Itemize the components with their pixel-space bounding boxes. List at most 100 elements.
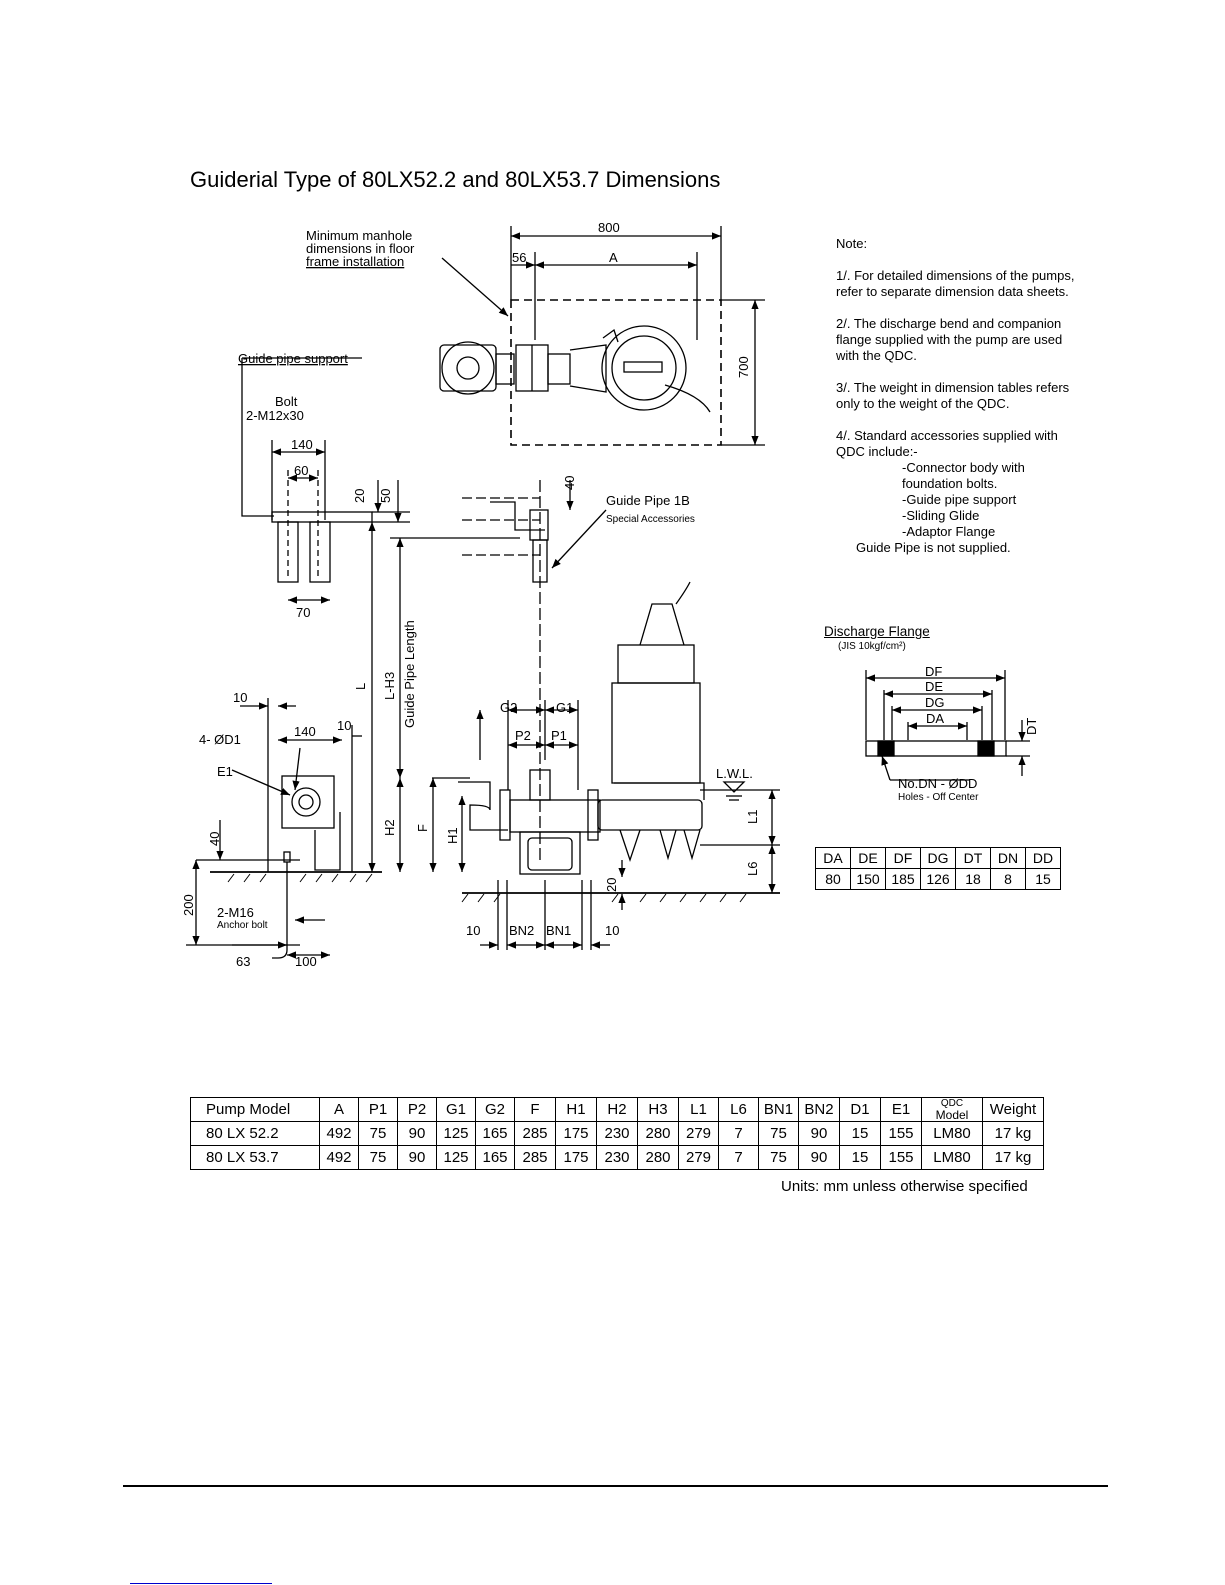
header-cell: P2 xyxy=(397,1097,437,1122)
pump-plan xyxy=(601,325,687,411)
dim-40-top: 40 xyxy=(562,476,577,490)
guide-pipe-support-label: Guide pipe support xyxy=(238,351,348,366)
table-cell: 279 xyxy=(678,1121,719,1146)
table-cell: 75 xyxy=(358,1121,398,1146)
flange-dt: DT xyxy=(1024,718,1039,735)
note-4-item: -Connector body with foundation bolts. xyxy=(902,460,1025,491)
table-cell: 75 xyxy=(358,1145,398,1170)
flange-value-cell: 185 xyxy=(885,868,921,890)
dim-h2: H2 xyxy=(382,819,397,836)
table-cell: 285 xyxy=(514,1121,556,1146)
table-cell: 165 xyxy=(475,1145,515,1170)
flange-heading: Discharge Flange xyxy=(824,624,930,639)
anchor-spec: 2-M16 xyxy=(217,905,254,920)
qdc-label: QDC xyxy=(940,1097,964,1109)
note-4-item: -Adaptor Flange xyxy=(902,524,996,539)
table-cell: 17 kg xyxy=(982,1121,1044,1146)
units-note: Units: mm unless otherwise specified xyxy=(781,1178,1028,1195)
note-3: 3/. The weight in dimension tables refer… xyxy=(836,380,1070,411)
guide-pipe-length: Guide Pipe Length xyxy=(402,620,417,728)
notes-heading: Note: xyxy=(836,236,868,251)
dim-p2: P2 xyxy=(515,728,531,743)
dim-bn1: BN1 xyxy=(546,923,571,938)
dim-700: 700 xyxy=(736,356,751,378)
table-row: 80 LX 53.7 492 75 90 125 165 285 175 230… xyxy=(190,1145,1044,1170)
header-cell: L6 xyxy=(718,1097,759,1122)
dim-bn2: BN2 xyxy=(509,923,534,938)
flange-value-cell: 8 xyxy=(990,868,1026,890)
table-cell: 15 xyxy=(839,1121,881,1146)
dim-800: 800 xyxy=(598,220,620,235)
header-cell: G1 xyxy=(436,1097,476,1122)
flange-da: DA xyxy=(926,711,944,726)
flange-dg: DG xyxy=(925,695,945,710)
table-cell: 125 xyxy=(436,1145,476,1170)
table-cell: 280 xyxy=(637,1145,679,1170)
table-cell: 125 xyxy=(436,1121,476,1146)
header-cell: D1 xyxy=(839,1097,881,1122)
dim-h1: H1 xyxy=(445,827,460,844)
table-cell: 285 xyxy=(514,1145,556,1170)
table-cell: 230 xyxy=(596,1121,638,1146)
table-cell: LM80 xyxy=(921,1145,983,1170)
header-cell: G2 xyxy=(475,1097,515,1122)
table-cell: 90 xyxy=(397,1145,437,1170)
note-4-item: -Guide pipe support xyxy=(902,492,1017,507)
table-header-row: Pump Model A P1 P2 G1 G2 F H1 H2 H3 L1 L… xyxy=(190,1097,1044,1122)
header-cell: BN1 xyxy=(758,1097,799,1122)
notes-panel: Note: 1/. For detailed dimensions of the… xyxy=(836,236,1086,556)
dim-50: 50 xyxy=(378,489,393,503)
connector-base xyxy=(281,775,335,829)
table-cell: 280 xyxy=(637,1121,679,1146)
dim-4-d1: 4- ØD1 xyxy=(199,732,241,747)
table-row: 80 LX 52.2 492 75 90 125 165 285 175 230… xyxy=(190,1121,1044,1146)
flange-header-cell: DD xyxy=(1025,847,1061,869)
dim-l1: L1 xyxy=(745,810,760,824)
header-cell: Weight xyxy=(982,1097,1044,1122)
header-cell: F xyxy=(514,1097,556,1122)
table-cell: 75 xyxy=(758,1145,799,1170)
table-cell: 175 xyxy=(555,1121,597,1146)
flange-header-cell: DG xyxy=(920,847,956,869)
dim-40-left: 40 xyxy=(207,832,222,846)
header-cell: H1 xyxy=(555,1097,597,1122)
flange-holes: No.DN - ØDD xyxy=(898,776,977,791)
table-cell: 165 xyxy=(475,1121,515,1146)
table-cell: 279 xyxy=(678,1145,719,1170)
table-cell: 155 xyxy=(880,1145,922,1170)
special-accessories-label: Special Accessories xyxy=(606,514,695,525)
flange-value-cell: 150 xyxy=(850,868,886,890)
flange-section xyxy=(865,740,1007,757)
flange-header-cell: DE xyxy=(850,847,886,869)
footer-link-underline xyxy=(130,1583,272,1584)
header-cell: A xyxy=(319,1097,359,1122)
table-row: DA DE DF DG DT DN DD xyxy=(815,847,1061,869)
table-cell: 175 xyxy=(555,1145,597,1170)
flange-de: DE xyxy=(925,679,943,694)
table-cell: 90 xyxy=(798,1121,840,1146)
flange-header-cell: DN xyxy=(990,847,1026,869)
guide-pipe-1b-label: Guide Pipe 1B xyxy=(606,493,690,508)
note-2: 2/. The discharge bend and companion fla… xyxy=(836,316,1063,363)
flange-value-cell: 18 xyxy=(955,868,991,890)
header-cell: E1 xyxy=(880,1097,922,1122)
dim-10-mid: 10 xyxy=(337,718,351,733)
flange-standard: (JIS 10kgf/cm²) xyxy=(838,641,906,652)
dim-l: L xyxy=(353,683,368,690)
flange-header-cell: DA xyxy=(815,847,851,869)
dim-a: A xyxy=(609,250,618,265)
table-cell: 7 xyxy=(718,1121,759,1146)
dim-10-bn-right: 10 xyxy=(605,923,619,938)
discharge-bend xyxy=(458,781,508,831)
manhole-label-2: dimensions in floor xyxy=(306,241,415,256)
dim-140-top: 140 xyxy=(291,437,313,452)
table-cell: 80 LX 52.2 xyxy=(190,1121,320,1146)
flange-df: DF xyxy=(925,664,942,679)
dim-f: F xyxy=(415,824,430,832)
dim-e1: E1 xyxy=(217,764,233,779)
table-cell: 75 xyxy=(758,1121,799,1146)
dim-g2: G2 xyxy=(500,700,517,715)
table-cell: 90 xyxy=(397,1121,437,1146)
footer-rule xyxy=(123,1485,1108,1487)
header-cell: Pump Model xyxy=(190,1097,320,1122)
